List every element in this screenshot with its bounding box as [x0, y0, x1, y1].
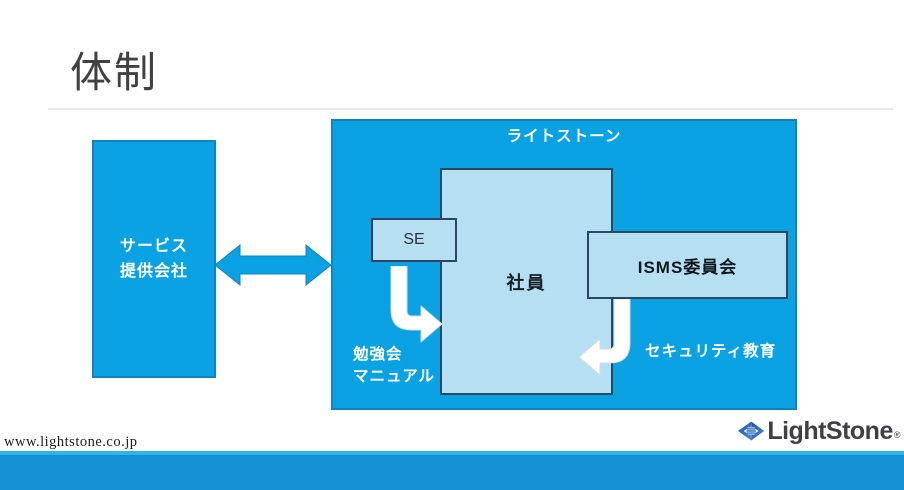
se-to-employee-arrow-icon [390, 266, 443, 343]
study-label-line2: マニュアル [353, 368, 436, 385]
page-title: 体制 [70, 49, 159, 96]
se-label: SE [403, 231, 425, 248]
study-manual-label: 勉強会 マニュアル [353, 344, 435, 388]
footer-bar [0, 455, 904, 490]
employee-label: 社員 [506, 272, 547, 293]
lightstone-logo-text: LightStone® [767, 417, 901, 445]
isms-to-employee-arrow-icon [578, 299, 631, 376]
title-divider [48, 108, 893, 110]
registered-trademark-symbol: ® [893, 430, 901, 440]
security-education-label: セキュリティ教育 [645, 343, 777, 360]
employee-box: 社員 [440, 168, 613, 395]
se-box: SE [371, 218, 457, 262]
isms-committee-box: ISMS委員会 [587, 231, 788, 299]
service-company-label-line2: 提供会社 [119, 263, 188, 280]
isms-committee-label: ISMS委員会 [637, 257, 738, 277]
service-company-label-line1: サービス [119, 238, 188, 255]
lightstone-eye-icon [738, 421, 765, 441]
footer-bar-accent-line [0, 451, 904, 455]
lightstone-logo: LightStone® [737, 412, 901, 450]
double-arrow-icon [215, 243, 331, 287]
footer-url: www.lightstone.co.jp [4, 434, 138, 450]
study-label-line1: 勉強会 [353, 346, 403, 363]
service-company-box: サービス 提供会社 [92, 140, 216, 378]
lightstone-company-label: ライトストーン [506, 128, 622, 145]
